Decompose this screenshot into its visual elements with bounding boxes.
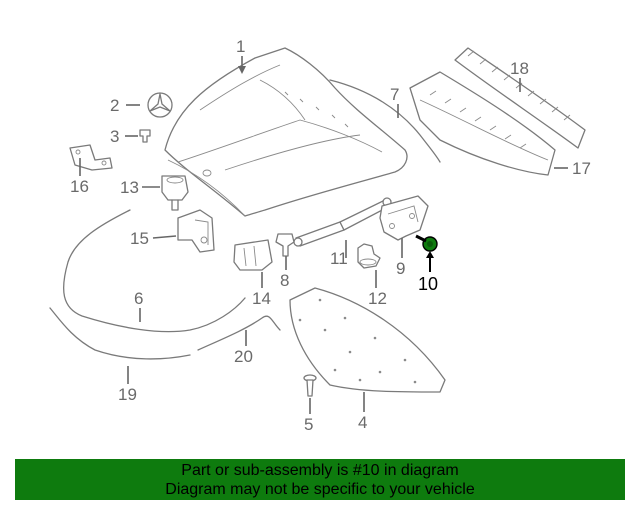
part-16-bracket[interactable]	[69, 144, 113, 171]
part-2-star-emblem[interactable]	[147, 92, 173, 118]
callout-8: 8	[280, 256, 289, 290]
svg-text:5: 5	[304, 415, 313, 434]
callout-1: 1	[236, 37, 246, 74]
part-14-latch-cover[interactable]	[233, 239, 273, 271]
part-3-clip[interactable]	[139, 129, 151, 143]
svg-text:9: 9	[396, 259, 405, 278]
callout-10: 10	[418, 251, 438, 294]
callout-20: 20	[234, 330, 253, 366]
part-18-grille-panel[interactable]	[454, 47, 586, 149]
svg-text:8: 8	[280, 271, 289, 290]
part-20-release-cable[interactable]	[197, 315, 281, 351]
parts-diagram: 1 2 3 16 13	[49, 37, 591, 434]
part-10-bolt-highlighted[interactable]	[415, 234, 438, 252]
callout-12: 12	[368, 270, 387, 308]
callout-14: 14	[252, 272, 271, 308]
part-5-push-pin[interactable]	[303, 374, 317, 397]
svg-text:17: 17	[572, 159, 591, 178]
svg-text:3: 3	[110, 127, 119, 146]
callout-4: 4	[358, 392, 367, 432]
svg-text:2: 2	[110, 96, 119, 115]
svg-text:16: 16	[70, 177, 89, 196]
part-12-grommet[interactable]	[357, 243, 381, 269]
part-8-clip[interactable]	[275, 233, 295, 257]
callout-5: 5	[304, 398, 313, 434]
svg-text:18: 18	[510, 59, 529, 78]
banner-line-1: Part or sub-assembly is #10 in diagram	[181, 462, 459, 479]
svg-text:12: 12	[368, 289, 387, 308]
callout-11: 11	[330, 240, 348, 268]
part-11-gas-strut[interactable]	[293, 197, 392, 247]
svg-text:11: 11	[330, 249, 348, 268]
part-15-latch-bracket[interactable]	[177, 209, 215, 253]
part-6-hood-seal[interactable]	[62, 209, 246, 333]
svg-text:10: 10	[418, 274, 438, 294]
callout-13: 13	[120, 178, 160, 197]
part-19-lower-seal[interactable]	[49, 307, 191, 360]
part-4-insulation-pad[interactable]	[289, 287, 446, 393]
part-7-seal-strip[interactable]	[329, 79, 441, 163]
svg-text:1: 1	[236, 37, 245, 56]
svg-text:14: 14	[252, 289, 271, 308]
callout-17: 17	[554, 159, 591, 178]
callout-2: 2	[110, 96, 140, 115]
svg-text:7: 7	[390, 85, 399, 104]
svg-text:15: 15	[130, 229, 149, 248]
callout-15: 15	[130, 229, 177, 248]
callout-7: 7	[390, 85, 399, 118]
callout-18: 18	[510, 59, 529, 92]
part-17-cowl-grille[interactable]	[409, 71, 556, 176]
svg-text:6: 6	[134, 289, 143, 308]
svg-text:13: 13	[120, 178, 139, 197]
callout-19: 19	[118, 366, 137, 404]
callout-9: 9	[396, 238, 405, 278]
callout-16: 16	[70, 158, 89, 196]
svg-text:4: 4	[358, 413, 367, 432]
banner-line-2: Diagram may not be specific to your vehi…	[165, 481, 475, 498]
svg-text:19: 19	[118, 385, 137, 404]
part-1-hood[interactable]	[164, 47, 408, 217]
part-9-hinge[interactable]	[379, 195, 429, 241]
callout-3: 3	[110, 127, 138, 146]
part-notice-banner: Part or sub-assembly is #10 in diagram D…	[15, 459, 625, 500]
svg-text:20: 20	[234, 347, 253, 366]
part-13-hood-latch[interactable]	[161, 175, 189, 211]
callout-6: 6	[134, 289, 143, 322]
